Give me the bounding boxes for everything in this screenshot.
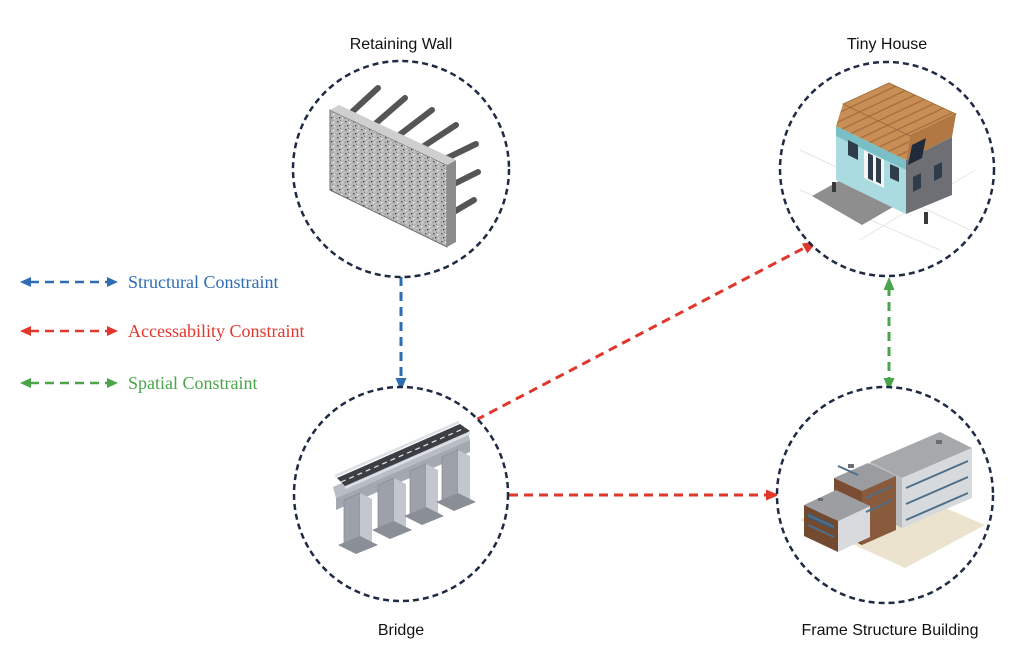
node-label-frame-building: Frame Structure Building — [802, 622, 979, 639]
edge-tiny-house-to-frame-building — [883, 277, 895, 391]
edge-bridge-to-frame-building — [509, 489, 779, 501]
legend-item-spatial: Spatial Constraint — [20, 373, 258, 393]
node-retaining-wall: Retaining Wall — [291, 36, 511, 279]
arrowhead-icon — [883, 277, 895, 290]
legend-item-structural: Structural Constraint — [20, 272, 278, 292]
legend-accessability-label: Accessability Constraint — [128, 321, 304, 341]
retaining-wall-icon — [329, 85, 481, 248]
node-label-tiny-house: Tiny House — [847, 36, 927, 53]
edge-retaining-wall-to-bridge — [395, 277, 407, 391]
edge-accessability-line — [475, 245, 807, 422]
bridge-icon — [333, 420, 476, 554]
arrowhead-icon — [883, 378, 895, 391]
tiny-house-icon — [799, 82, 976, 251]
legend-spatial-arrow-right — [107, 378, 118, 388]
arrowhead-icon — [395, 378, 407, 391]
legend-spatial-label: Spatial Constraint — [128, 373, 258, 393]
legend-structural-arrow-left — [20, 277, 31, 287]
node-bridge: Bridge — [292, 385, 510, 639]
legend-accessability-arrow-left — [20, 326, 31, 336]
node-label-retaining-wall: Retaining Wall — [350, 36, 453, 53]
arrowhead-icon — [766, 489, 779, 501]
node-label-bridge: Bridge — [378, 622, 424, 639]
legend-structural-arrow-right — [107, 277, 118, 287]
edge-bridge-to-tiny-house — [475, 241, 818, 422]
legend-spatial-arrow-left — [20, 378, 31, 388]
legend-item-accessability: Accessability Constraint — [20, 321, 304, 341]
frame-building-icon — [800, 432, 985, 568]
legend-accessability-arrow-right — [107, 326, 118, 336]
node-frame-building: Frame Structure Building — [775, 385, 995, 639]
legend-structural-label: Structural Constraint — [128, 272, 278, 292]
edges — [395, 241, 895, 501]
node-tiny-house: Tiny House — [778, 36, 996, 278]
legend: Structural Constraint Accessability Cons… — [20, 272, 304, 393]
